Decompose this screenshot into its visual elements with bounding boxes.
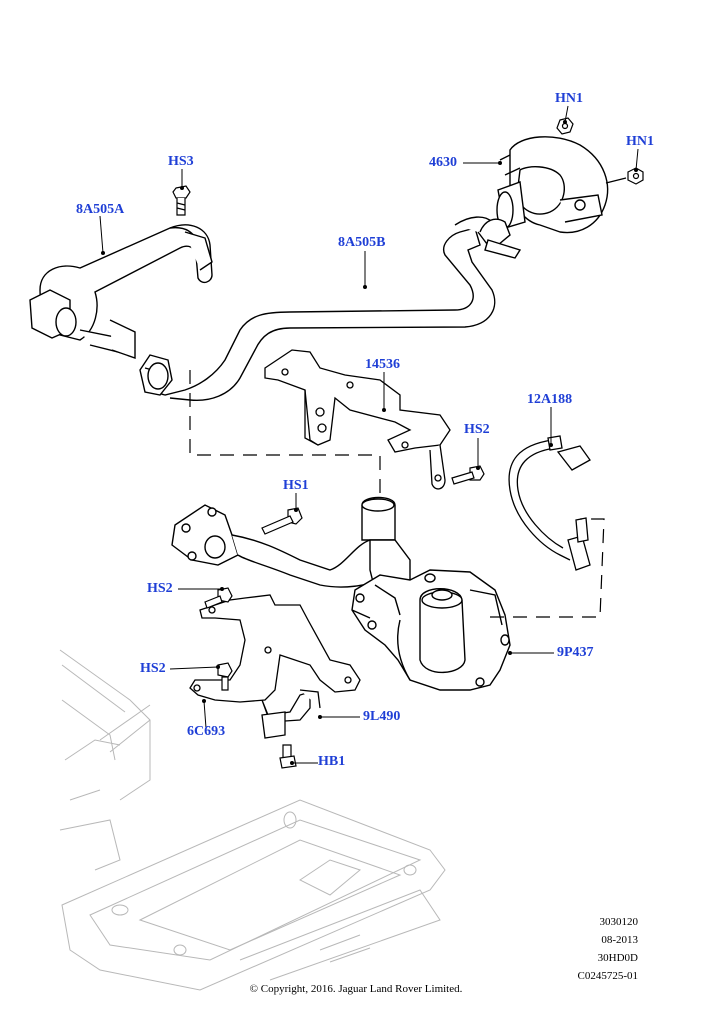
assembly-dashed-lines [189, 370, 605, 618]
bolt-hs2-left-lower[interactable] [217, 662, 233, 691]
callout-hs2-left-lower[interactable]: HS2 [140, 661, 166, 676]
callout-9p437[interactable]: 9P437 [557, 645, 594, 660]
callout-hs3[interactable]: HS3 [168, 154, 194, 169]
reference-code: C0245725-01 [577, 970, 639, 982]
callout-hn1-right[interactable]: HN1 [626, 134, 654, 149]
sensor-12a188[interactable] [508, 435, 591, 571]
callout-12a188[interactable]: 12A188 [527, 392, 573, 407]
leader-lines [99, 105, 639, 764]
copyright-notice: © Copyright, 2016. Jaguar Land Rover Lim… [249, 983, 463, 995]
reference-code: 30HD0D [597, 952, 638, 964]
hose-8a505a[interactable] [29, 224, 213, 359]
bolt-hs3[interactable] [172, 185, 191, 216]
callout-hs1[interactable]: HS1 [283, 478, 309, 493]
reference-date: 08-2013 [601, 934, 638, 946]
callout-4630[interactable]: 4630 [429, 155, 457, 170]
reference-code: 3030120 [599, 916, 639, 928]
callout-hb1[interactable]: HB1 [318, 754, 346, 769]
thermostat-housing-4630[interactable] [479, 136, 609, 259]
pump-9p437[interactable] [351, 569, 511, 691]
reference-codes: 3030120 08-2013 30HD0D C0245725-01 [578, 913, 639, 985]
bracket-14536[interactable] [264, 349, 451, 490]
callout-hn1-top[interactable]: HN1 [555, 91, 583, 106]
callout-8a505b[interactable]: 8A505B [338, 235, 386, 250]
callout-14536[interactable]: 14536 [365, 357, 400, 372]
callout-hs2-right[interactable]: HS2 [464, 422, 490, 437]
bolt-hs1[interactable] [261, 507, 303, 535]
nut-hn1-top[interactable] [556, 117, 574, 135]
callout-8a505a[interactable]: 8A505A [76, 202, 125, 217]
callout-hs2-left-upper[interactable]: HS2 [147, 581, 173, 596]
bolt-hb1[interactable] [279, 744, 297, 769]
bolt-hs2-left-upper[interactable] [204, 587, 233, 609]
coolant-pipe-flange[interactable] [171, 496, 411, 596]
leader-dots [101, 120, 638, 765]
background-sump-ghost [59, 649, 446, 991]
callout-9l490[interactable]: 9L490 [363, 709, 401, 724]
callout-6c693[interactable]: 6C693 [187, 724, 226, 739]
hose-8a505b[interactable] [139, 216, 501, 402]
bracket-6c693[interactable] [189, 594, 361, 739]
